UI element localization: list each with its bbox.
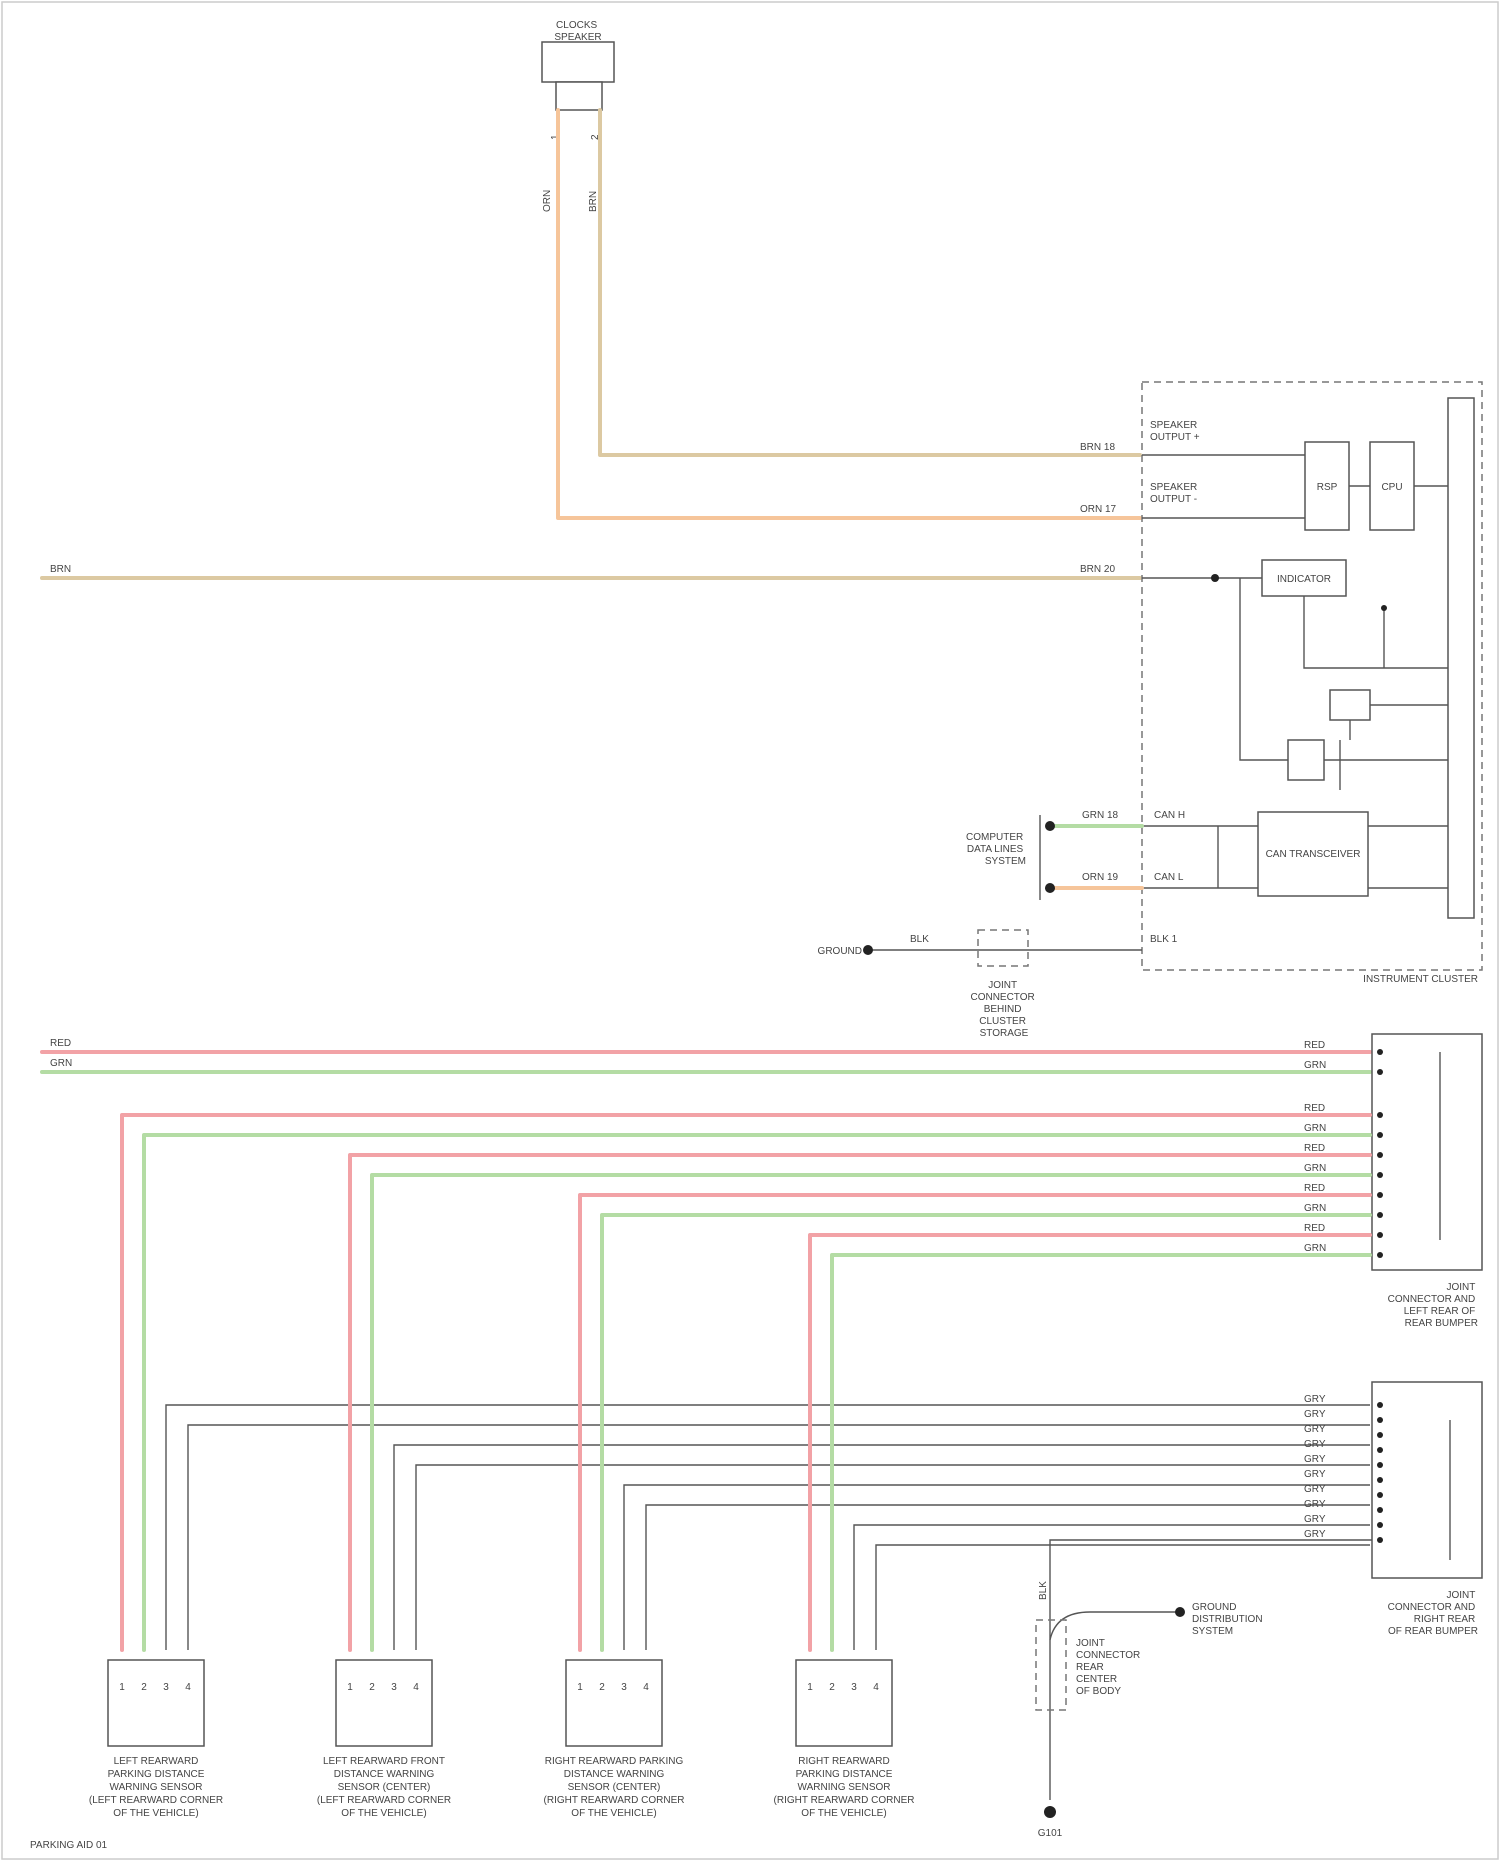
sensor-1-pin-3: 3 <box>163 1682 169 1693</box>
rh-joint-pin-code-7: GRY <box>1304 1484 1326 1495</box>
top-wire-code-left: ORN <box>542 190 553 212</box>
ground-feed-code: BLK <box>910 934 929 945</box>
lh-joint-pin-code-4: GRN <box>1304 1123 1326 1134</box>
ground-left-label: GROUND <box>818 946 862 957</box>
cluster-bus-block <box>1448 398 1474 918</box>
lh-joint-pin-code-9: RED <box>1304 1223 1325 1234</box>
rh-joint-pin-code-10: GRY <box>1304 1529 1326 1540</box>
footer-code: PARKING AID 01 <box>30 1840 108 1851</box>
junction-dot <box>1211 574 1219 582</box>
lh-joint-pin-code-3: RED <box>1304 1103 1325 1114</box>
lh-joint-pin-code-10: GRN <box>1304 1243 1326 1254</box>
ground-wire-code: BLK <box>1038 1581 1049 1600</box>
transistor-block <box>1288 740 1324 780</box>
speaker-a-label: SPEAKER OUTPUT + <box>1150 420 1200 443</box>
rsp-label: RSP <box>1317 482 1338 493</box>
rh-joint-pin-code-9: GRY <box>1304 1514 1326 1525</box>
can-l-label: CAN L <box>1154 872 1184 883</box>
lh-joint-pin-code-1: RED <box>1304 1040 1325 1051</box>
lh-joint-pin-code-5: RED <box>1304 1143 1325 1154</box>
cluster-ground-code: BLK 1 <box>1150 934 1178 945</box>
sensor-1-pin-1: 1 <box>119 1682 125 1693</box>
sensor-3-pin-3: 3 <box>621 1682 627 1693</box>
ground-bottom-label: G101 <box>1038 1828 1063 1839</box>
relay-block <box>1330 690 1370 720</box>
lh-joint-pin-code-2: GRN <box>1304 1060 1326 1071</box>
can-h-code: GRN 18 <box>1082 810 1119 821</box>
sensor-4-pin-3: 3 <box>851 1682 857 1693</box>
instrument-cluster-label: INSTRUMENT CLUSTER <box>1363 974 1478 985</box>
rh-joint-pin-code-8: GRY <box>1304 1499 1326 1510</box>
sensor-3-pin-2: 2 <box>599 1682 605 1693</box>
can-transceiver-label: CAN TRANSCEIVER <box>1266 849 1361 860</box>
lh-joint-pin-code-8: GRN <box>1304 1203 1326 1214</box>
power-feed-code: BRN <box>50 564 71 575</box>
can-h-label: CAN H <box>1154 810 1185 821</box>
lh-joint-pin-code-7: RED <box>1304 1183 1325 1194</box>
bus-red-code: RED <box>50 1038 71 1049</box>
sensor-3-pin-1: 1 <box>577 1682 583 1693</box>
sensor-4-pin-2: 2 <box>829 1682 835 1693</box>
spk-minus-code: ORN 17 <box>1080 504 1117 515</box>
sensor-4-pin-4: 4 <box>873 1682 879 1693</box>
bus-green-code: GRN <box>50 1058 72 1069</box>
sensor-2-pin-1: 1 <box>347 1682 353 1693</box>
sensor-3-pin-4: 4 <box>643 1682 649 1693</box>
speaker-b-label: SPEAKER OUTPUT - <box>1150 482 1200 505</box>
can-l-code: ORN 19 <box>1082 872 1119 883</box>
spk-plus-code: BRN 18 <box>1080 442 1115 453</box>
top-wire-code-right: BRN <box>588 191 599 212</box>
sensor-2-pin-4: 4 <box>413 1682 419 1693</box>
lh-joint-pin-code-6: GRN <box>1304 1163 1326 1174</box>
sensor-2-pin-3: 3 <box>391 1682 397 1693</box>
cpu-label: CPU <box>1381 482 1402 493</box>
rh-joint-pin-code-3: GRY <box>1304 1424 1326 1435</box>
sensor-1-pin-2: 2 <box>141 1682 147 1693</box>
rh-joint-pin-code-1: GRY <box>1304 1394 1326 1405</box>
rh-joint-pin-code-2: GRY <box>1304 1409 1326 1420</box>
sensor-2-pin-2: 2 <box>369 1682 375 1693</box>
rh-joint-pin-code-5: GRY <box>1304 1454 1326 1465</box>
indicator-label: INDICATOR <box>1277 574 1331 585</box>
sensor-1-pin-4: 4 <box>185 1682 191 1693</box>
rh-joint-pin-code-4: GRY <box>1304 1439 1326 1450</box>
power-feed-right-code: BRN 20 <box>1080 564 1115 575</box>
rh-joint-pin-code-6: GRY <box>1304 1469 1326 1480</box>
sensor-4-pin-1: 1 <box>807 1682 813 1693</box>
top-speaker-label: CLOCKS SPEAKER <box>554 20 601 43</box>
